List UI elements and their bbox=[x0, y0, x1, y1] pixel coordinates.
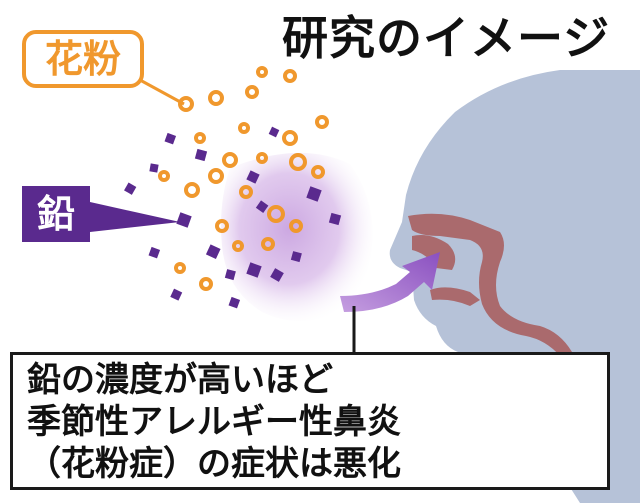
pollen-particle-icon bbox=[311, 165, 325, 179]
pollen-particle-icon bbox=[174, 262, 186, 274]
caption-line-1: 鉛の濃度が高いほど bbox=[27, 360, 333, 400]
pollen-particle-icon bbox=[184, 182, 200, 198]
pollen-particle-icon bbox=[256, 66, 268, 78]
lead-particle-icon bbox=[124, 182, 137, 195]
lead-label: 鉛 bbox=[22, 186, 90, 242]
lead-particle-icon bbox=[149, 163, 159, 173]
pollen-particle-icon bbox=[208, 90, 224, 106]
pollen-particle-icon bbox=[178, 96, 194, 112]
pollen-particle-icon bbox=[289, 153, 307, 171]
pollen-particles bbox=[158, 66, 329, 291]
lead-particle-icon bbox=[255, 200, 269, 213]
pollen-particle-icon bbox=[315, 115, 329, 129]
pollen-particle-icon bbox=[238, 122, 250, 134]
pollen-particle-icon bbox=[256, 152, 268, 164]
caption-line-2: 季節性アレルギー性鼻炎 bbox=[27, 402, 401, 442]
pollen-particle-icon bbox=[208, 168, 224, 184]
pollen-particle-icon bbox=[194, 132, 206, 144]
particle-cloud bbox=[221, 152, 373, 321]
pollen-particle-icon bbox=[283, 69, 297, 83]
pollen-particle-icon bbox=[245, 85, 259, 99]
nose-cavity-icon bbox=[412, 235, 456, 270]
lead-particle-icon bbox=[176, 212, 192, 228]
lead-particle-icon bbox=[194, 148, 208, 162]
lead-particle-icon bbox=[290, 251, 302, 263]
pollen-particle-icon bbox=[267, 205, 285, 223]
mouth-airway-icon bbox=[430, 287, 480, 306]
pollen-particle-icon bbox=[199, 277, 213, 291]
lead-pointer bbox=[90, 202, 180, 232]
pollen-pointer bbox=[139, 78, 185, 106]
lead-particle-icon bbox=[270, 268, 284, 282]
lead-particle-icon bbox=[224, 269, 236, 281]
diagram-title: 研究のイメージ bbox=[282, 11, 611, 65]
lead-particle-icon bbox=[148, 246, 161, 259]
pollen-particle-icon bbox=[158, 170, 170, 182]
pollen-particle-icon bbox=[215, 219, 229, 233]
caption-line-3: （花粉症）の症状は悪化 bbox=[27, 444, 401, 484]
lead-particle-icon bbox=[170, 288, 183, 301]
pollen-particle-icon bbox=[222, 152, 238, 168]
lead-particle-icon bbox=[268, 126, 280, 138]
lead-particle-icon bbox=[228, 296, 241, 309]
pollen-particle-icon bbox=[289, 219, 303, 233]
lead-particle-icon bbox=[205, 244, 221, 259]
inhalation-arrow-icon bbox=[340, 252, 440, 312]
caption-box: 鉛の濃度が高いほど 季節性アレルギー性鼻炎 （花粉症）の症状は悪化 bbox=[10, 352, 610, 490]
airway-icon bbox=[408, 213, 588, 374]
pollen-particle-icon bbox=[232, 240, 244, 252]
pollen-particle-icon bbox=[239, 185, 253, 199]
lead-particle-icon bbox=[246, 262, 262, 278]
pollen-particle-icon bbox=[261, 237, 275, 251]
lead-particle-icon bbox=[328, 212, 342, 226]
pollen-label: 花粉 bbox=[22, 30, 144, 88]
lead-particle-icon bbox=[306, 186, 322, 202]
lead-particle-icon bbox=[164, 132, 177, 145]
lead-particle-icon bbox=[246, 170, 260, 184]
pollen-particle-icon bbox=[282, 130, 298, 146]
lead-particles bbox=[124, 126, 342, 309]
